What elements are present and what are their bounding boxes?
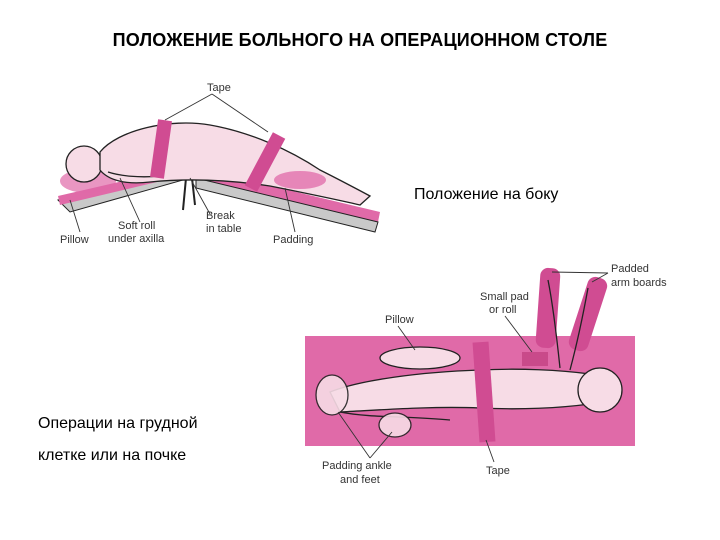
label-pillow-bottom: Pillow <box>385 314 414 326</box>
top-view-illustration: Padded arm boards Small pad or roll Pill… <box>305 263 667 486</box>
small-pad-shape <box>522 352 548 366</box>
label-padding-ankle-1: Padding ankle <box>322 460 392 472</box>
label-small-pad-1: Small pad <box>480 291 529 303</box>
label-small-pad-2: or roll <box>489 304 517 316</box>
label-padded-2: arm boards <box>611 277 667 289</box>
label-soft-roll-1: Soft roll <box>118 220 155 232</box>
pillow-between-legs <box>380 347 460 369</box>
leg-padding-shape <box>274 171 326 189</box>
label-soft-roll-2: under axilla <box>108 233 165 245</box>
label-break-2: in table <box>206 223 241 235</box>
label-tape-top: Tape <box>207 82 231 94</box>
lateral-position-illustration: Tape Pillow Soft roll under axilla Break… <box>58 82 380 246</box>
ankle-padding-shape <box>316 375 348 415</box>
label-break-1: Break <box>206 210 235 222</box>
label-pillow-top: Pillow <box>60 234 89 246</box>
head-top-view <box>578 368 622 412</box>
head-shape <box>66 146 102 182</box>
label-padded-1: Padded <box>611 263 649 275</box>
label-padding-ankle-2: and feet <box>340 474 380 486</box>
foot-padding-shape <box>379 413 411 437</box>
label-tape-bottom: Tape <box>486 465 510 477</box>
label-padding-top: Padding <box>273 234 313 246</box>
